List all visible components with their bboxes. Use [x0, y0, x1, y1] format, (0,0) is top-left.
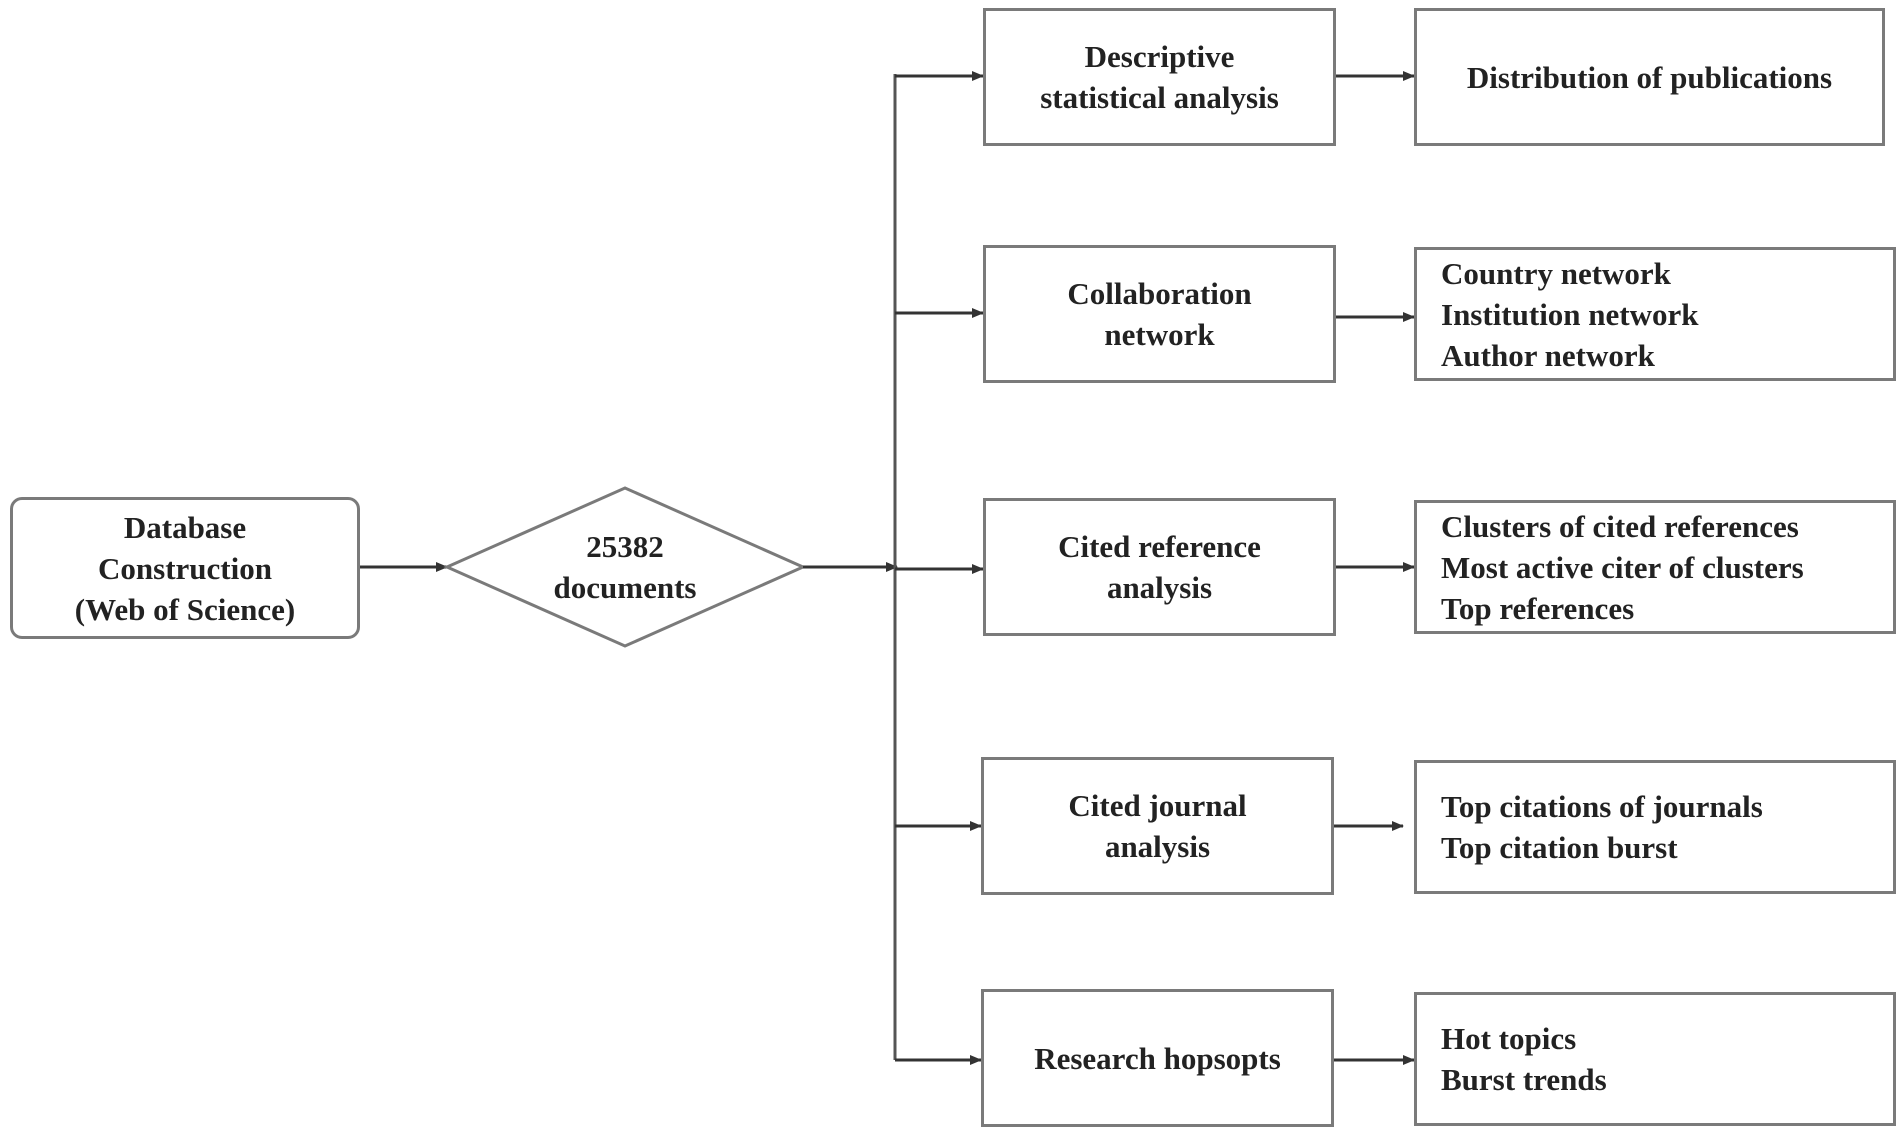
output-line: Top citations of journals — [1441, 789, 1763, 824]
output-line: Clusters of cited references — [1441, 508, 1799, 544]
database-construction-box: Database Construction (Web of Science) — [10, 497, 360, 639]
analysis-title-line: Research hopsopts — [1034, 1040, 1281, 1076]
output-line: Top citation burst — [1441, 830, 1678, 865]
analysis-box-cited-journal: Cited journal analysis — [981, 757, 1334, 895]
analysis-title-line: statistical analysis — [1040, 80, 1279, 115]
analysis-title-line: Descriptive — [1084, 39, 1235, 74]
analysis-title-line: Cited reference — [1058, 529, 1261, 564]
output-box-references: Clusters of cited references Most active… — [1414, 500, 1896, 634]
analysis-title-line: Collaboration — [1067, 276, 1252, 311]
output-line: Country network — [1441, 255, 1671, 291]
output-line: Author network — [1441, 337, 1655, 373]
source-line-3: (Web of Science) — [74, 591, 296, 627]
analysis-box-descriptive: Descriptive statistical analysis — [983, 8, 1336, 146]
source-line-1: Database — [123, 509, 247, 545]
output-line: Hot topics — [1441, 1021, 1577, 1056]
documents-count-label: 25382 documents — [447, 488, 803, 646]
documents-count: 25382 — [586, 529, 664, 564]
output-line: Distribution of publications — [1466, 59, 1833, 95]
documents-diamond — [443, 486, 807, 648]
output-box-topics: Hot topics Burst trends — [1414, 992, 1896, 1126]
analysis-title-line: Cited journal — [1068, 788, 1247, 823]
output-box-networks: Country network Institution network Auth… — [1414, 247, 1896, 381]
output-box-journals: Top citations of journals Top citation b… — [1414, 760, 1896, 894]
output-line: Most active citer of clusters — [1441, 549, 1804, 585]
source-line-2: Construction — [98, 550, 272, 586]
output-line: Top references — [1441, 590, 1635, 626]
analysis-box-cited-reference: Cited reference analysis — [983, 498, 1336, 636]
analysis-box-collaboration: Collaboration network — [983, 245, 1336, 383]
documents-word: documents — [553, 570, 697, 605]
output-line: Institution network — [1441, 296, 1699, 332]
analysis-title-line: network — [1104, 317, 1215, 352]
output-box-distribution: Distribution of publications — [1414, 8, 1885, 146]
output-line: Burst trends — [1441, 1062, 1607, 1097]
analysis-title-line: analysis — [1104, 829, 1211, 864]
analysis-box-research-hotspots: Research hopsopts — [981, 989, 1334, 1127]
analysis-title-line: analysis — [1106, 570, 1213, 605]
